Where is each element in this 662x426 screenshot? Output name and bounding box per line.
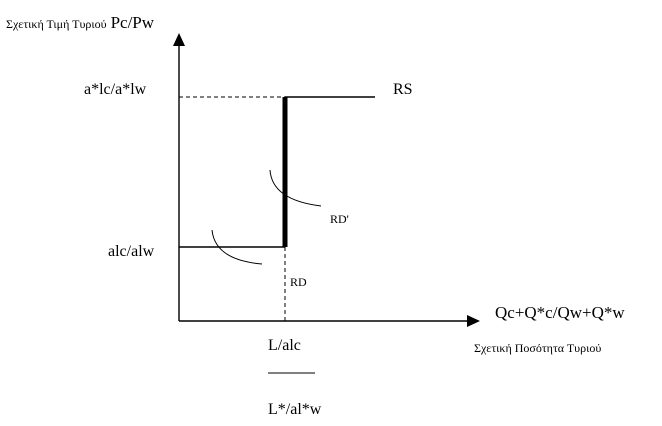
rd-label: RD bbox=[290, 275, 307, 289]
quantity-denominator: L*/al*w bbox=[268, 401, 322, 418]
upper-price-label: a*lc/a*lw bbox=[84, 81, 147, 98]
rd-prime-label: RD' bbox=[330, 212, 349, 226]
rd-curve bbox=[211, 229, 263, 265]
rs-label: RS bbox=[393, 81, 413, 98]
x-axis-title-caption: Σχετική Ποσότητα Τυριού bbox=[474, 341, 602, 355]
x-axis-arrowhead bbox=[467, 315, 480, 327]
quantity-numerator: L/alc bbox=[268, 337, 301, 354]
y-axis-title-symbol: Pc/Pw bbox=[110, 13, 155, 32]
y-axis-title: Σχετική Τιμή Τυριού Pc/Pw bbox=[6, 14, 154, 32]
y-axis-arrowhead bbox=[173, 33, 185, 46]
x-axis-title-symbol: Qc+Q*c/Qw+Q*w bbox=[495, 303, 625, 322]
lower-price-label: alc/alw bbox=[108, 243, 155, 260]
y-axis-title-prefix: Σχετική Τιμή Τυριού bbox=[6, 17, 107, 31]
rd-prime-curve bbox=[269, 169, 322, 207]
